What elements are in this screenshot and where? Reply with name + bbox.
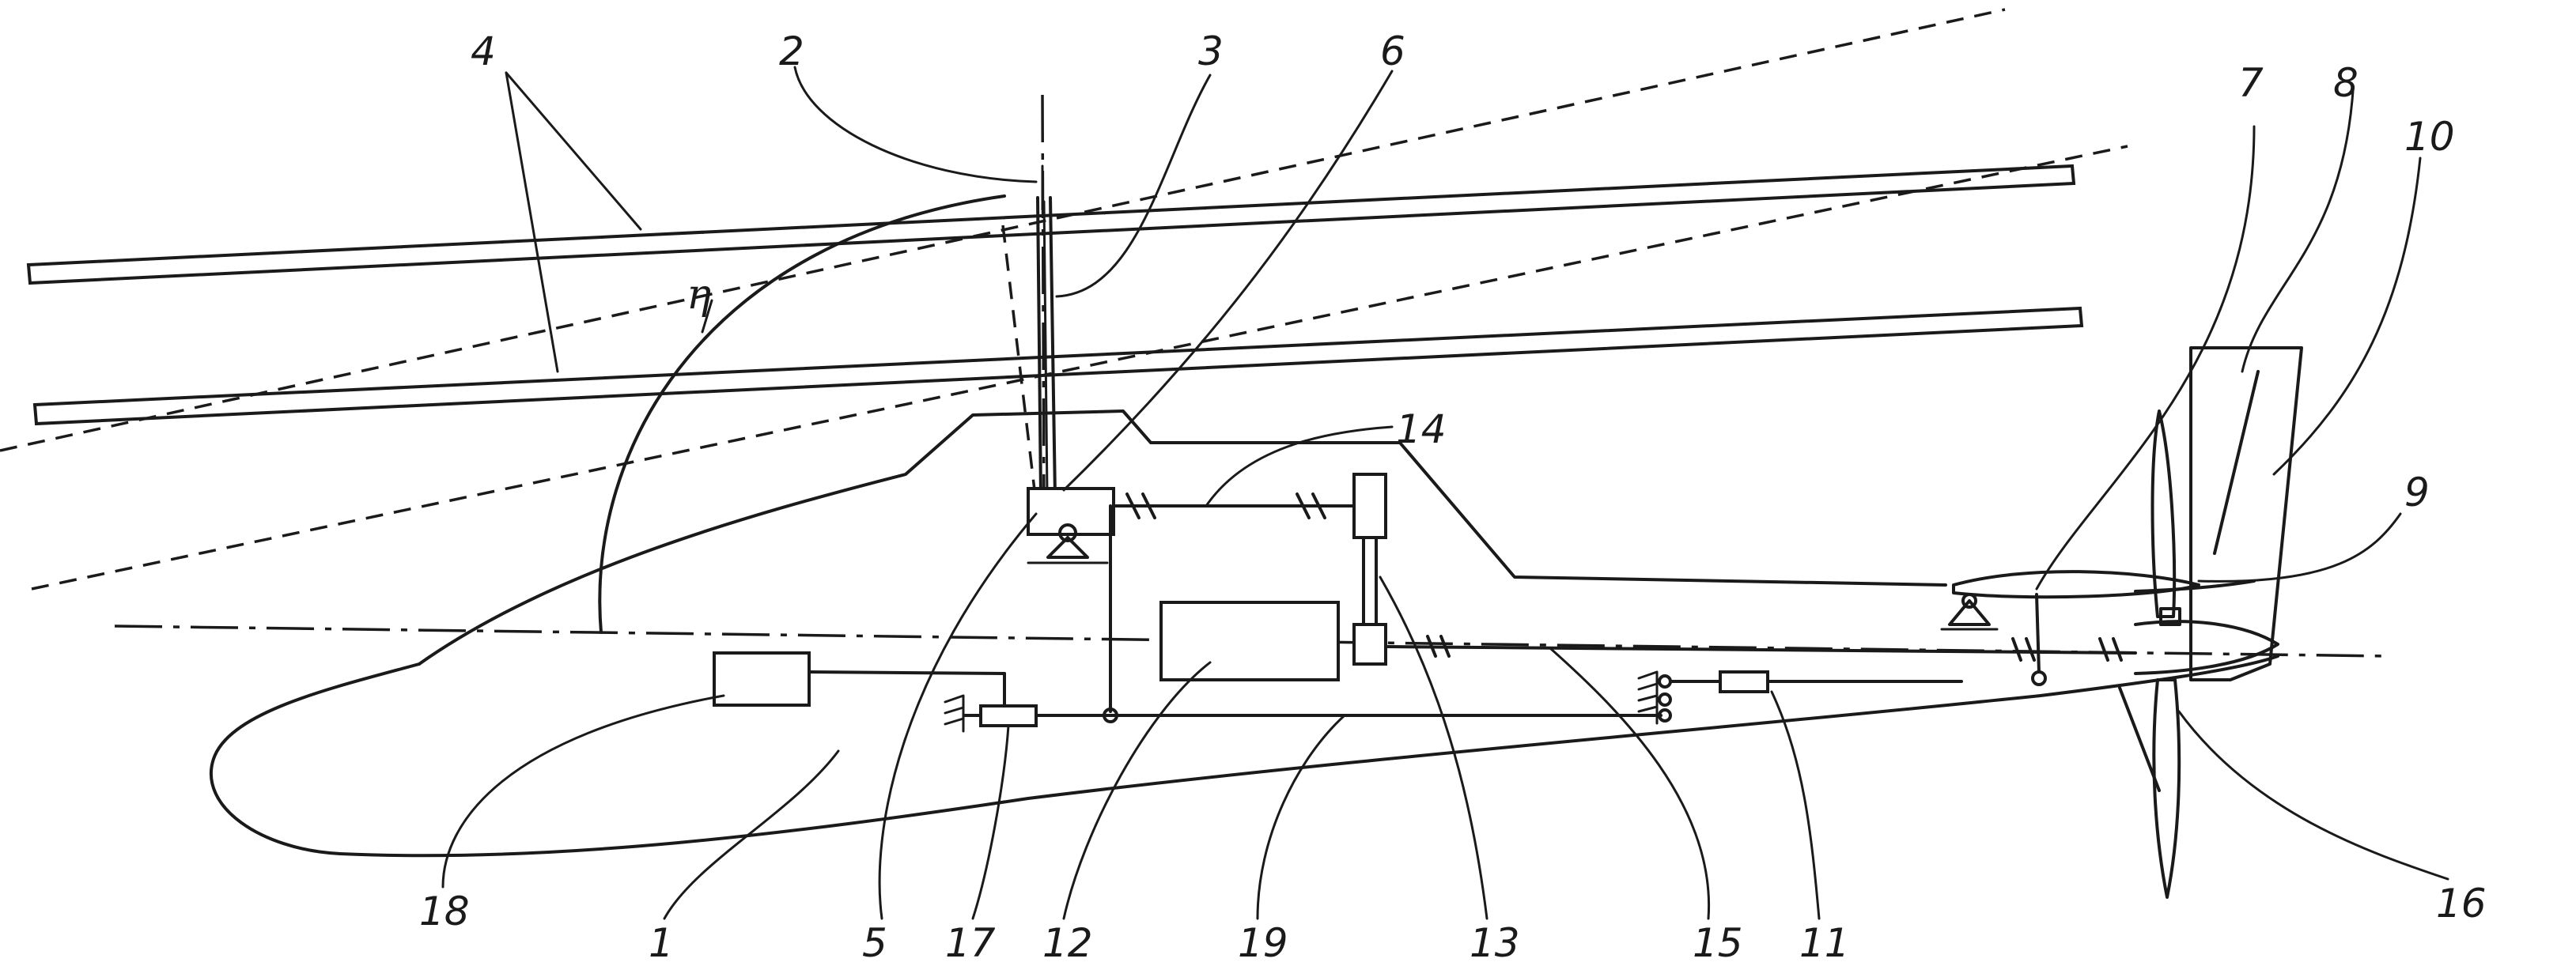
leader-7 — [2035, 125, 2256, 591]
swashplate-support — [1046, 536, 1089, 559]
actuator-13-cylinder — [1352, 473, 1387, 539]
leader-2 — [793, 66, 1038, 183]
actuator-13-piston — [1352, 623, 1387, 666]
label-12: 12 — [1042, 920, 1093, 966]
tail-cone — [2134, 620, 2279, 675]
line-18-to-17 — [808, 670, 1006, 675]
fuselage-outline — [209, 655, 2279, 858]
leader-6 — [1062, 70, 1394, 492]
stabilizer — [1952, 570, 2200, 599]
leader-19 — [1256, 714, 1346, 920]
leader-16 — [2177, 710, 2449, 881]
fuselage-top-outline — [418, 409, 1947, 666]
link-break-right — [1296, 492, 1326, 519]
shaft-break-3 — [2098, 637, 2123, 662]
leader-9 — [2197, 512, 2402, 583]
leader-4b — [505, 71, 559, 373]
label-4: 4 — [471, 28, 496, 74]
label-5: 5 — [862, 920, 887, 966]
rotor-shaft-left — [1036, 196, 1042, 498]
block-12 — [1159, 601, 1340, 681]
vertical-fin — [2189, 346, 2303, 681]
rotor-shaft-right — [1049, 196, 1057, 498]
angle-symbol: η — [687, 271, 711, 319]
leader-17 — [971, 724, 1010, 920]
lower-rotor-blade — [32, 306, 2084, 426]
label-19: 19 — [1238, 920, 1288, 966]
label-3: 3 — [1198, 28, 1224, 74]
shaft-break-1 — [1426, 635, 1451, 658]
leader-10 — [2272, 157, 2422, 476]
element-17-ground — [944, 694, 965, 733]
swashplate-pivot — [1058, 523, 1077, 542]
element-17 — [979, 704, 1038, 727]
stabilizer-pivot — [1961, 593, 1977, 609]
label-7: 7 — [2238, 60, 2264, 106]
element-11-joint-mid — [1658, 692, 1672, 707]
label-13: 13 — [1470, 920, 1520, 966]
pusher-propeller-hub-block — [2159, 607, 2181, 626]
leader-5 — [878, 512, 1038, 920]
label-15: 15 — [1693, 920, 1743, 966]
leader-13 — [1379, 575, 1488, 920]
stabilizer-control-rod — [2035, 593, 2041, 674]
label-17: 17 — [945, 920, 996, 966]
leader-1 — [663, 749, 840, 920]
leader-4a — [505, 71, 642, 231]
pusher-propeller-lower-blade — [2152, 678, 2181, 899]
element-11-ground — [1637, 670, 1659, 725]
rotor-shaft-inner — [1042, 200, 1049, 496]
stabilizer-pivot-support — [1948, 599, 1991, 626]
pusher-propeller-upper-blade — [2150, 409, 2177, 618]
label-10: 10 — [2404, 114, 2455, 160]
leader-15 — [1549, 647, 1711, 920]
swashplate-unit — [1027, 487, 1115, 536]
link-break-left — [1125, 492, 1156, 519]
rotor-plane-dashed-line-2 — [31, 145, 2128, 591]
stabilizer-control-joint — [2031, 670, 2047, 686]
tilted-mast-dashed-line — [1001, 225, 1036, 491]
label-18: 18 — [419, 889, 470, 934]
label-14: 14 — [1396, 406, 1447, 452]
leader-8 — [2241, 89, 2355, 373]
element-11-joint-top — [1658, 674, 1672, 689]
label-11: 11 — [1799, 920, 1850, 966]
leader-14 — [1205, 425, 1394, 508]
label-9: 9 — [2404, 470, 2430, 515]
label-1: 1 — [649, 920, 674, 966]
rotor-mast-axis — [1041, 94, 1046, 515]
shaft-break-2 — [2011, 637, 2036, 662]
block-18 — [713, 651, 811, 707]
leader-11 — [1770, 690, 1821, 920]
tail-drive-shaft-15 — [1386, 645, 2137, 655]
element-11 — [1719, 670, 1769, 693]
label-6: 6 — [1380, 28, 1405, 74]
leader-3 — [1055, 74, 1212, 298]
rotor-arc — [598, 194, 1006, 634]
angle-arrow — [701, 299, 713, 334]
label-16: 16 — [2436, 881, 2487, 926]
rod-joint-19 — [1103, 708, 1118, 723]
label-2: 2 — [779, 28, 804, 74]
leader-18 — [441, 694, 725, 889]
element-11-joint-low — [1658, 708, 1672, 723]
fin-rudder-line — [2213, 370, 2260, 555]
leader-12 — [1062, 661, 1212, 920]
label-8: 8 — [2333, 60, 2358, 106]
fin-lower-edge — [2118, 686, 2161, 792]
